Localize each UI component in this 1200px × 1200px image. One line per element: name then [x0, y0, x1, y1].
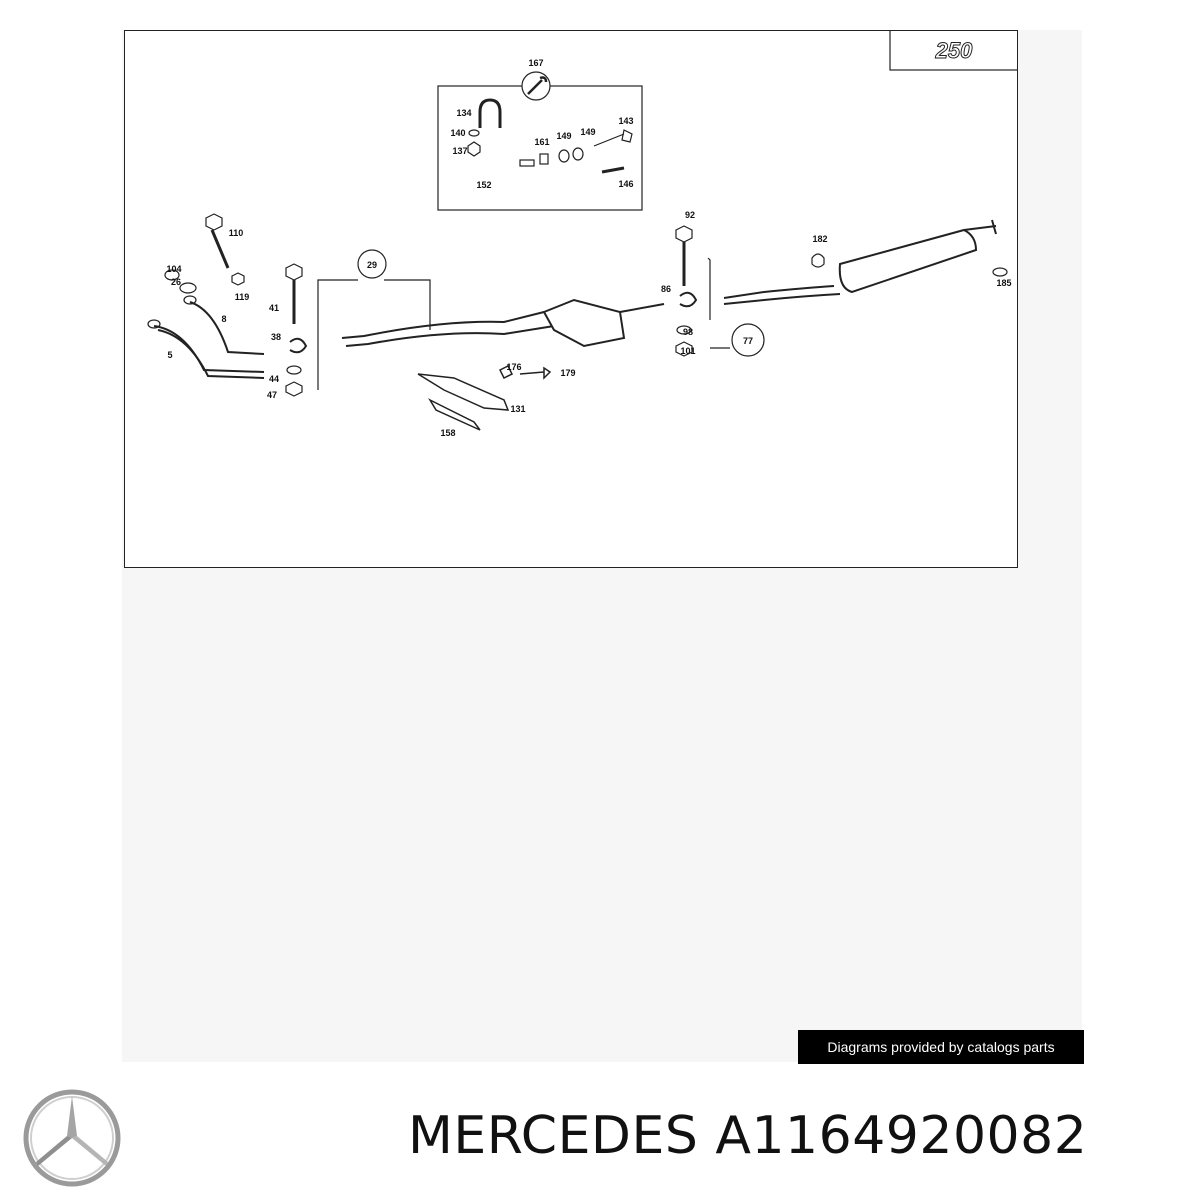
- model-badge: 250: [935, 38, 973, 63]
- u-bolt-shape: [478, 98, 502, 128]
- washer-shape: [572, 147, 584, 161]
- clamp-shape: [289, 337, 308, 354]
- part-label-101: 101: [680, 346, 695, 356]
- part-label-44: 44: [269, 374, 279, 384]
- part-label-158: 158: [440, 428, 455, 438]
- part-label-77: 77: [743, 336, 753, 346]
- part-label-29: 29: [367, 260, 377, 270]
- part-label-161: 161: [534, 137, 549, 147]
- pipe-outlet-shape: [619, 303, 665, 313]
- part-label-8: 8: [221, 314, 226, 324]
- intermediate-pipe-shape: [341, 311, 555, 347]
- part-label-86: 86: [661, 284, 671, 294]
- part-label-131: 131: [510, 404, 525, 414]
- bolt-head-shape: [675, 225, 693, 243]
- pipe-flange-shape: [147, 319, 161, 329]
- part-label-119: 119: [235, 292, 250, 302]
- part-label-143: 143: [618, 116, 633, 126]
- part-label-179: 179: [560, 368, 575, 378]
- bolt-head-shape: [205, 213, 223, 231]
- part-label-41: 41: [269, 303, 279, 313]
- part-number: A1164920082: [715, 1106, 1088, 1166]
- bushing-shape: [539, 153, 549, 165]
- nut-shape: [467, 141, 481, 157]
- part-label-146: 146: [618, 179, 633, 189]
- washer-shape: [286, 365, 302, 375]
- front-pipe-shape: [153, 301, 265, 373]
- part-number-labels: 167 134 140 137 152 161 149 149 143 146 110 104 26 11…: [166, 58, 1011, 438]
- nut-shape: [675, 341, 693, 357]
- tailpipe-shape: [963, 219, 997, 235]
- catalytic-converter-shape: [542, 298, 626, 348]
- exploded-diagram-frame: [124, 30, 1018, 568]
- strap-shape: [428, 398, 481, 431]
- washer-shape: [468, 129, 480, 137]
- rear-pipe-shape: [723, 285, 841, 305]
- mercedes-star-icon: [23, 1089, 121, 1187]
- gasket-shape: [179, 282, 197, 294]
- bracket-shape: [417, 373, 510, 411]
- part-label-185: 185: [996, 278, 1011, 288]
- front-pipe-shape: [157, 329, 265, 379]
- nut-shape: [231, 272, 245, 286]
- part-label-140: 140: [450, 128, 465, 138]
- callout-bracket: [317, 279, 431, 390]
- model-badge-box: [889, 30, 1018, 71]
- part-label-26: 26: [171, 277, 181, 287]
- muffler-shape: [838, 228, 978, 294]
- bolt-head-shape: [285, 263, 303, 281]
- spacer-shape: [519, 159, 535, 167]
- part-label-5: 5: [167, 350, 172, 360]
- part-label-176: 176: [506, 362, 521, 372]
- brand-name: MERCEDES: [408, 1106, 699, 1166]
- part-label-47: 47: [267, 390, 277, 400]
- part-label-38: 38: [271, 332, 281, 342]
- part-label-149: 149: [580, 127, 595, 137]
- product-title: MERCEDES A1164920082: [408, 1106, 1087, 1166]
- part-label-137: 137: [452, 146, 467, 156]
- part-label-134: 134: [456, 108, 471, 118]
- part-label-110: 110: [229, 228, 244, 238]
- pipe-flange-shape: [183, 295, 197, 305]
- clamp-shape: [679, 291, 698, 308]
- wrench-icon: [527, 76, 548, 95]
- part-label-152: 152: [476, 180, 491, 190]
- callout-circle-29: [357, 249, 387, 279]
- gasket-shape: [164, 269, 180, 281]
- bolt-shank-shape: [210, 229, 230, 269]
- rubber-ring-shape: [992, 267, 1008, 277]
- part-label-149: 149: [556, 131, 571, 141]
- bolt-shape: [498, 364, 552, 380]
- rubber-mount-shape: [811, 253, 825, 268]
- bolt-shape: [601, 166, 625, 174]
- part-label-98: 98: [683, 327, 693, 337]
- washer-shape: [676, 325, 692, 335]
- diagram-credit-caption: Diagrams provided by catalogs parts: [798, 1030, 1084, 1064]
- washer-shape: [558, 149, 570, 163]
- part-label-182: 182: [812, 234, 827, 244]
- callout-circle-77: [731, 323, 765, 357]
- part-label-167: 167: [528, 58, 543, 68]
- nut-shape: [285, 381, 303, 397]
- bolt-shape: [593, 129, 633, 147]
- exhaust-exploded-diagram: 250 167 134 140 137 152 161 149 149 143 146 110 104…: [147, 30, 1018, 438]
- part-label-104: 104: [166, 264, 181, 274]
- callout-bracket: [707, 257, 730, 349]
- part-label-92: 92: [685, 210, 695, 220]
